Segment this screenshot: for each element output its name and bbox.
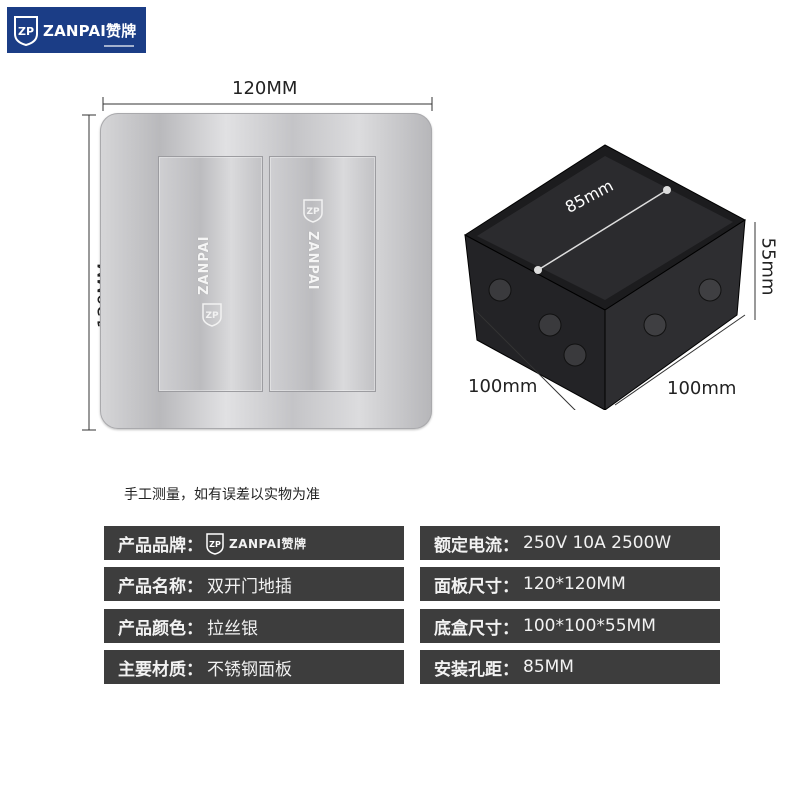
spec-rated-current: 额定电流：250V 10A 2500W bbox=[420, 526, 720, 560]
box-depth-label: 55mm bbox=[757, 237, 779, 296]
svg-text:ZP: ZP bbox=[306, 207, 320, 217]
spec-box-size: 底盒尺寸：100*100*55MM bbox=[420, 609, 720, 643]
spec-brand: 产品品牌： ZP ZANPAI赞牌 bbox=[104, 526, 404, 560]
svg-text:ZP: ZP bbox=[18, 25, 34, 38]
svg-text:ZP: ZP bbox=[205, 311, 219, 321]
box-width-label: 100mm bbox=[468, 376, 538, 397]
logo-text: ZANPAI赞牌 bbox=[43, 21, 137, 40]
panel-width-label: 120MM bbox=[232, 78, 298, 99]
zp-shield-icon: ZP bbox=[303, 199, 323, 223]
spec-product-name: 产品名称：双开门地插 bbox=[104, 567, 404, 601]
spec-color: 产品颜色：拉丝银 bbox=[104, 609, 404, 643]
svg-text:ZP: ZP bbox=[209, 540, 221, 549]
measurement-note: 手工测量，如有误差以实物为准 bbox=[124, 487, 320, 503]
brand-logo: ZP ZANPAI赞牌 bbox=[7, 7, 146, 53]
right-door-brand: ZANPAI bbox=[305, 231, 320, 291]
left-door-brand: ZANPAI bbox=[197, 235, 212, 295]
spec-panel-size: 面板尺寸：120*120MM bbox=[420, 567, 720, 601]
floor-socket-panel: ZANPAI ZP ZP ZANPAI bbox=[100, 113, 432, 429]
right-door: ZP ZANPAI bbox=[269, 156, 376, 392]
spec-hole-distance: 安装孔距：85MM bbox=[420, 650, 720, 684]
zp-shield-icon: ZP bbox=[202, 303, 222, 327]
box-length-label: 100mm bbox=[667, 378, 737, 399]
left-door: ZANPAI ZP bbox=[158, 156, 263, 392]
back-box-image bbox=[464, 144, 756, 410]
zp-shield-icon: ZP bbox=[14, 16, 38, 46]
zp-shield-icon: ZP bbox=[206, 533, 224, 555]
spec-material: 主要材质：不锈钢面板 bbox=[104, 650, 404, 684]
logo-tagline-mark bbox=[104, 45, 134, 47]
